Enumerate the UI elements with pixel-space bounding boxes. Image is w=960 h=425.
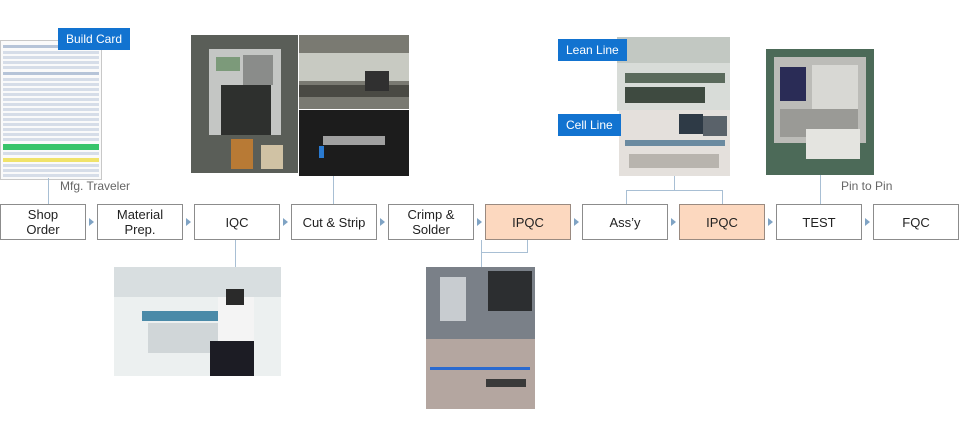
wire-ruler-photo xyxy=(299,35,409,109)
connector-line xyxy=(481,240,482,252)
lean-line-tag: Lean Line xyxy=(558,39,627,61)
cutting-machine-photo xyxy=(191,35,298,173)
pin-to-pin-caption: Pin to Pin xyxy=(841,179,893,193)
step-crimp-solder: Crimp & Solder xyxy=(388,204,474,240)
step-assembly: Ass’y xyxy=(582,204,668,240)
cell-line-tag: Cell Line xyxy=(558,114,621,136)
connector-line xyxy=(674,176,675,190)
step-cut-strip: Cut & Strip xyxy=(291,204,377,240)
step-ipqc-1: IPQC xyxy=(485,204,571,240)
lean-line-photo xyxy=(617,37,730,111)
connector-line xyxy=(626,190,723,191)
flow-arrow xyxy=(768,218,773,226)
stripped-wire-photo xyxy=(299,110,409,176)
connector-line xyxy=(722,190,723,204)
test-equipment-photo xyxy=(766,49,874,175)
iqc-inspection-photo xyxy=(114,267,281,376)
connector-line xyxy=(481,252,482,267)
connector-line xyxy=(235,240,236,267)
flow-arrow xyxy=(380,218,385,226)
step-iqc: IQC xyxy=(194,204,280,240)
step-fqc: FQC xyxy=(873,204,959,240)
connector-line xyxy=(481,252,528,253)
step-material-prep: Material Prep. xyxy=(97,204,183,240)
flow-arrow xyxy=(186,218,191,226)
connector-line xyxy=(333,176,334,204)
step-test: TEST xyxy=(776,204,862,240)
mfg-traveler-caption: Mfg. Traveler xyxy=(60,179,131,193)
step-ipqc-2: IPQC xyxy=(679,204,765,240)
step-shop-order: Shop Order xyxy=(0,204,86,240)
build-card-tag: Build Card xyxy=(58,28,131,50)
connector-line xyxy=(527,240,528,252)
connector-line xyxy=(48,178,49,204)
flow-arrow xyxy=(283,218,288,226)
connector-line xyxy=(820,175,821,204)
flow-arrow xyxy=(574,218,579,226)
connector-line xyxy=(626,190,627,204)
cell-line-photo xyxy=(619,110,730,176)
flow-arrow xyxy=(671,218,676,226)
flow-arrow xyxy=(865,218,870,226)
build-card-document-image xyxy=(0,40,102,180)
flow-arrow xyxy=(89,218,94,226)
flow-arrow xyxy=(477,218,482,226)
crimp-solder-photo xyxy=(426,267,535,409)
